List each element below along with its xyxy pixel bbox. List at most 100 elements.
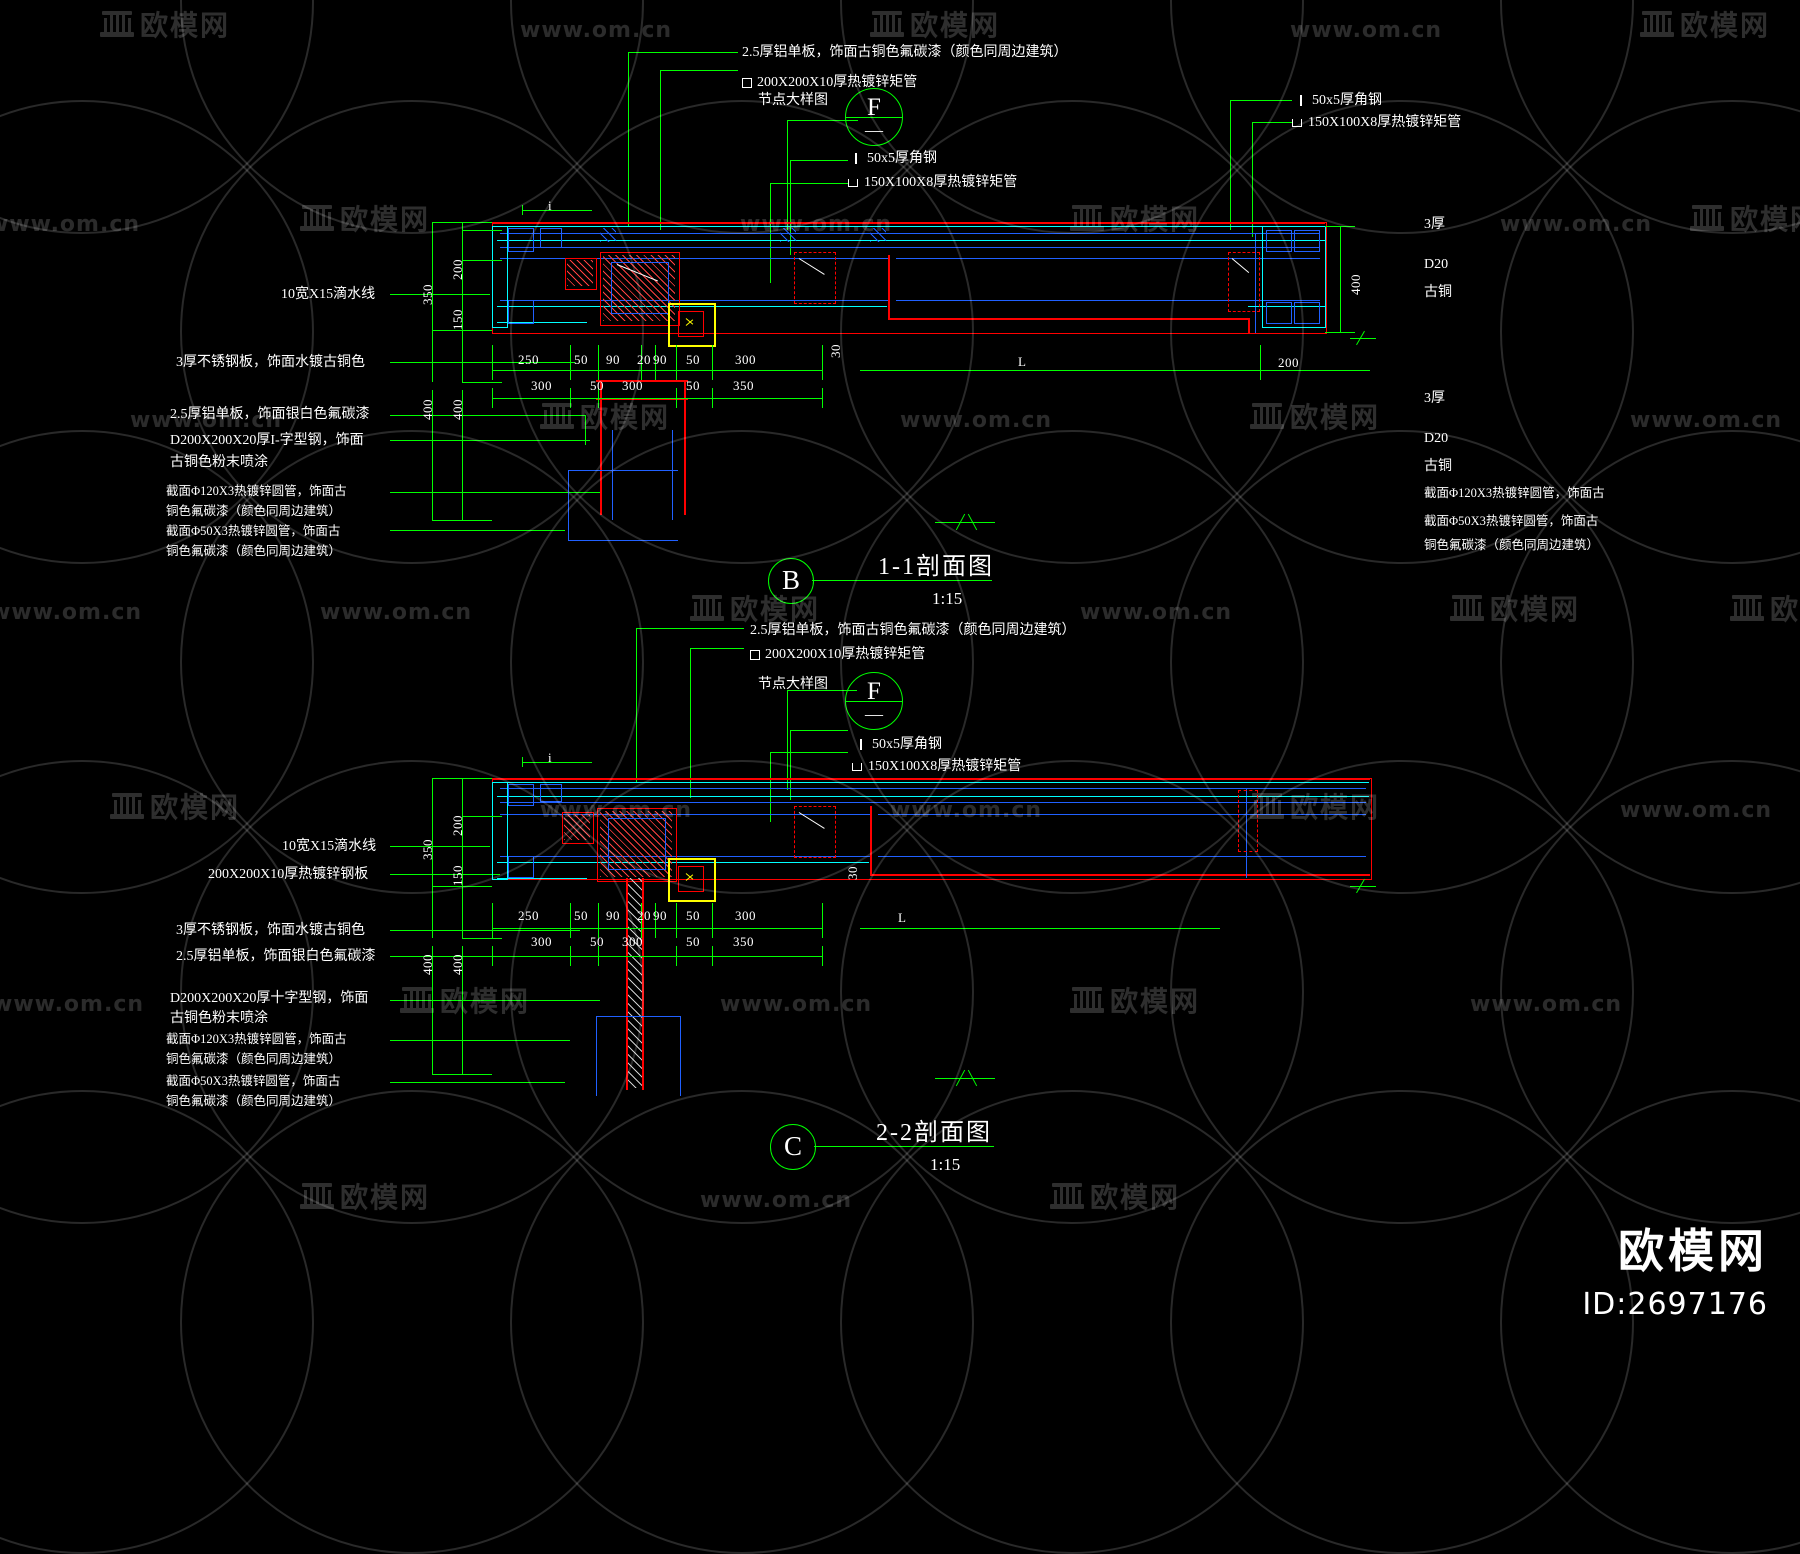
- s2-dim2-50b: 50: [686, 934, 700, 949]
- s1-left-note-steel: 3厚不锈钢板，饰面水镀古铜色: [176, 355, 365, 370]
- s1-left-note-pipe120-1: 截面Φ120X3热镀锌圆管，饰面古: [166, 484, 347, 498]
- s1-dim-L: L: [1018, 354, 1027, 369]
- s2-slope-mark: i: [548, 750, 553, 765]
- s1-mid-note-2: 150X100X8厚热镀锌矩管: [848, 174, 1017, 192]
- s1-dim-90a: 90: [606, 352, 620, 367]
- s2-scale: 1:15: [930, 1155, 961, 1174]
- s2-dim-30: 30: [845, 866, 860, 880]
- s1-dim2-50b: 50: [686, 378, 700, 393]
- watermark-logo: 欧模网: [870, 4, 1000, 44]
- rect-tube-icon: [1292, 118, 1302, 127]
- bubble-divider: [846, 117, 902, 118]
- s2-left-note-pipe50-2: 铜色氟碳漆（颜色同周边建筑）: [166, 1094, 342, 1108]
- s1-vdim-150: 150: [450, 309, 465, 330]
- bubble-divider: [846, 701, 902, 702]
- s2-dim-250: 250: [518, 908, 539, 923]
- s2-dim-300: 300: [735, 908, 756, 923]
- s1-far-right-note-7: 截面Φ120X3热镀锌圆管，饰面古: [1424, 486, 1605, 500]
- s2-top-note-1: 2.5厚铝单板，饰面古铜色氟碳漆（颜色同周边建筑）: [750, 623, 1076, 638]
- s2-dim2-350: 350: [733, 934, 754, 949]
- s1-left-note-alu: 2.5厚铝单板，饰面银白色氟碳漆: [170, 407, 370, 422]
- s1-right-note-2: 150X100X8厚热镀锌矩管: [1292, 114, 1461, 132]
- s1-left-note-pipe120-2: 铜色氟碳漆（颜色同周边建筑）: [166, 504, 342, 518]
- s2-dim2-50a: 50: [590, 934, 604, 949]
- s1-left-note-pipe50-1: 截面Φ50X3热镀锌圆管，饰面古: [166, 524, 341, 538]
- s1-dim-50a: 50: [574, 352, 588, 367]
- square-tube-icon: [742, 77, 752, 88]
- angle-steel-icon: [855, 153, 860, 165]
- s1-far-right-note-6: 古铜: [1424, 459, 1452, 474]
- s1-dim-250: 250: [518, 352, 539, 367]
- s1-dim2-300a: 300: [531, 378, 552, 393]
- watermark-logo: 欧模网: [1070, 980, 1200, 1020]
- s1-vdim-200: 200: [450, 259, 465, 280]
- s1-top-note-2: 200X200X10厚热镀锌矩管: [742, 74, 917, 92]
- s1-detail-ref-bubble[interactable]: B: [768, 558, 814, 604]
- s1-left-note-ibeam-2: 古铜色粉末喷涂: [170, 455, 268, 470]
- s1-scale: 1:15: [932, 589, 963, 608]
- brand-id: ID:2697176: [1582, 1287, 1768, 1322]
- s1-far-right-note-1: 3厚: [1424, 217, 1445, 232]
- s1-slope-mark: i: [548, 198, 553, 213]
- watermark-logo: 欧模网: [540, 396, 670, 436]
- square-tube-icon: [750, 649, 760, 660]
- watermark-logo: 欧模网: [1450, 588, 1580, 628]
- s2-dim-90b: 90: [653, 908, 667, 923]
- s1-title: 1-1剖面图: [878, 554, 994, 580]
- s1-left-note-drip: 10宽X15滴水线: [281, 287, 376, 302]
- s1-far-right-note-9: 铜色氟碳漆（颜色同周边建筑）: [1424, 538, 1600, 552]
- rect-tube-icon: [848, 178, 858, 187]
- s2-vdim-400b: 400: [450, 954, 465, 975]
- watermark-logo: 欧模网: [1690, 198, 1800, 238]
- s2-dim-50b: 50: [686, 908, 700, 923]
- s1-far-right-note-5: D20: [1424, 431, 1449, 446]
- s1-left-note-pipe50-2: 铜色氟碳漆（颜色同周边建筑）: [166, 544, 342, 558]
- s2-left-note-pipe120-1: 截面Φ120X3热镀锌圆管，饰面古: [166, 1032, 347, 1046]
- s1-right-note-1: 50x5厚角钢: [1300, 92, 1382, 110]
- s1-top-note-1: 2.5厚铝单板，饰面古铜色氟碳漆（颜色同周边建筑）: [742, 45, 1068, 60]
- s2-left-note-alu: 2.5厚铝单板，饰面银白色氟碳漆: [176, 949, 376, 964]
- angle-steel-icon: [1300, 95, 1305, 107]
- watermark-logo: 欧模网: [1730, 588, 1800, 628]
- s1-mid-note-1: 50x5厚角钢: [855, 150, 937, 168]
- s1-dim-20: 20: [637, 352, 651, 367]
- s2-vdim-150: 150: [450, 865, 465, 886]
- s2-left-note-cross-2: 古铜色粉末喷涂: [170, 1011, 268, 1026]
- s2-vdim-350: 350: [420, 839, 435, 860]
- s1-dim-200: 200: [1278, 355, 1299, 370]
- s1-dim2-350: 350: [733, 378, 754, 393]
- site-brand: 欧模网 ID:2697176: [1582, 1215, 1768, 1322]
- s2-mid-note-1: 50x5厚角钢: [860, 736, 942, 754]
- watermark-logo: 欧模网: [110, 786, 240, 826]
- s2-vdim-200: 200: [450, 815, 465, 836]
- s1-detail-label: 节点大样图: [758, 93, 828, 108]
- s2-dim-L: L: [898, 910, 907, 925]
- watermark-logo: 欧模网: [1640, 4, 1770, 44]
- s1-left-note-ibeam-1: D200X200X20厚I-字型钢，饰面: [170, 433, 364, 448]
- s2-dim-90a: 90: [606, 908, 620, 923]
- s2-dim-50a: 50: [574, 908, 588, 923]
- s1-vdim-right-400: 400: [1348, 274, 1363, 295]
- s2-title: 2-2剖面图: [876, 1120, 992, 1146]
- s2-left-note-cross-1: D200X200X20厚十字型钢，饰面: [170, 991, 369, 1006]
- watermark-logo: 欧模网: [1050, 1176, 1180, 1216]
- brand-name: 欧模网: [1618, 1224, 1768, 1278]
- s2-detail-ref-bubble[interactable]: C: [770, 1124, 816, 1170]
- watermark-logo: 欧模网: [100, 4, 230, 44]
- s1-dim-300: 300: [735, 352, 756, 367]
- s2-left-note-steel: 3厚不锈钢板，饰面水镀古铜色: [176, 923, 365, 938]
- s2-left-note-plate: 200X200X10厚热镀锌钢板: [208, 867, 369, 882]
- s1-far-right-note-2: D20: [1424, 257, 1449, 272]
- s2-left-note-pipe120-2: 铜色氟碳漆（颜色同周边建筑）: [166, 1052, 342, 1066]
- s1-dim-50b: 50: [686, 352, 700, 367]
- s2-dim2-300a: 300: [531, 934, 552, 949]
- s1-detail-bubble[interactable]: F —: [845, 88, 903, 146]
- s2-detail-bubble[interactable]: F —: [845, 672, 903, 730]
- s2-left-note-drip: 10宽X15滴水线: [282, 839, 377, 854]
- watermark-logo: 欧模网: [300, 198, 430, 238]
- s1-vdim-350: 350: [420, 284, 435, 305]
- s1-vdim-400b: 400: [450, 399, 465, 420]
- s2-detail-label: 节点大样图: [758, 677, 828, 692]
- s2-dim-20: 20: [637, 908, 651, 923]
